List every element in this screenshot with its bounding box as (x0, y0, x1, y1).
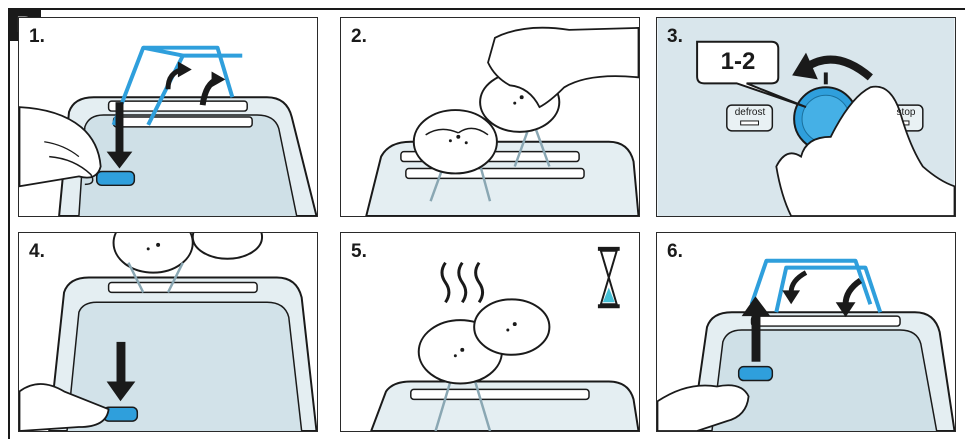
step-6-number: 6. (667, 241, 683, 263)
step-2-panel: 2. (340, 17, 640, 217)
step-4-number: 4. (29, 241, 45, 263)
step-6-panel: 6. (656, 232, 956, 432)
step-2-illustration (341, 18, 639, 216)
step-4-illustration (19, 233, 317, 431)
step-5-illustration (341, 233, 639, 431)
step-3-number: 3. (667, 26, 683, 48)
step-4-panel: 4. (18, 232, 318, 432)
step-3-panel: 3. 1-2 defrost stop (656, 17, 956, 217)
step-6-illustration (657, 233, 955, 431)
step-2-number: 2. (351, 26, 367, 48)
step-5-panel: 5. (340, 232, 640, 432)
step-5-number: 5. (351, 241, 367, 263)
step-1-panel: 1. (18, 17, 318, 217)
step-1-illustration (19, 18, 317, 216)
step-1-number: 1. (29, 26, 45, 48)
stop-button-label: stop (883, 107, 929, 118)
level-callout-text: 1-2 (699, 42, 777, 82)
defrost-button-label: defrost (727, 107, 773, 118)
